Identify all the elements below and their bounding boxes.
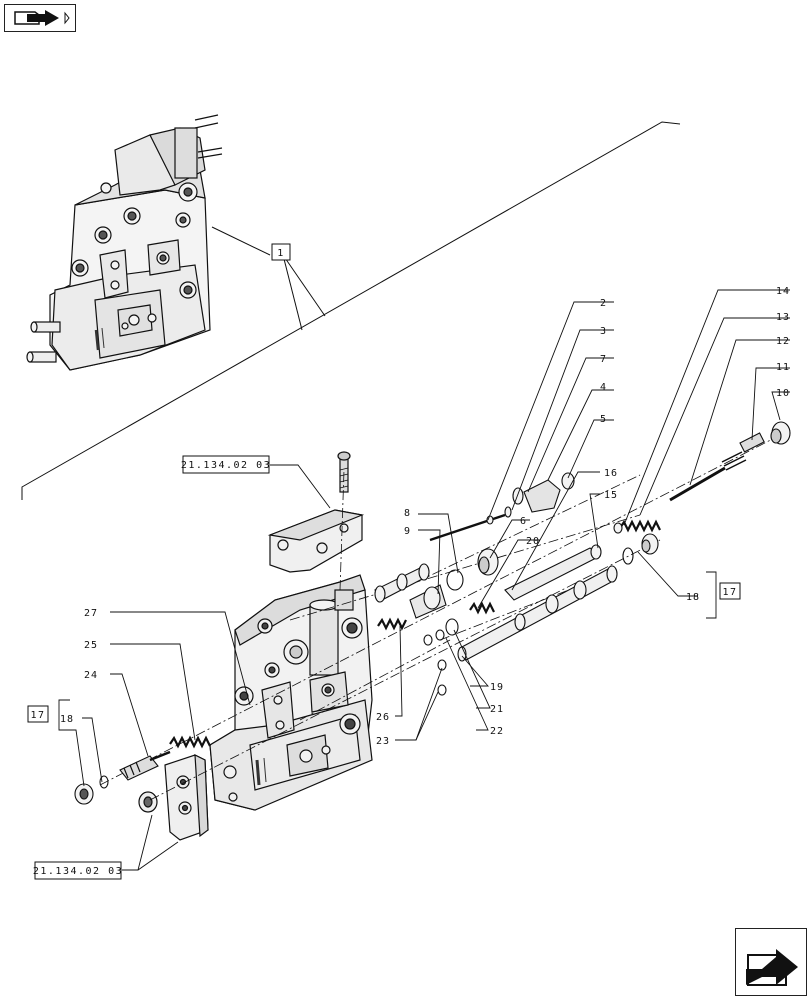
callout-25: 25 <box>84 640 98 651</box>
callout-19: 19 <box>490 682 504 693</box>
callout-27: 27 <box>84 608 98 619</box>
callout-21: 21 <box>490 704 504 715</box>
bottom-cover-plate <box>138 753 209 841</box>
callout-26: 26 <box>376 712 390 723</box>
arrow-right-folder-icon <box>746 949 798 986</box>
callout-5: 5 <box>600 414 607 425</box>
leader-lines <box>58 289 790 871</box>
callout-13: 13 <box>776 312 790 323</box>
callout-10: 10 <box>776 388 790 399</box>
callout-7: 7 <box>600 354 607 365</box>
callout-17-left: 17 <box>30 710 45 721</box>
valve-body <box>209 574 373 811</box>
callout-labels: 1 2 3 4 5 6 7 8 9 10 11 12 13 14 15 16 1… <box>27 243 790 880</box>
callout-14: 14 <box>776 286 790 297</box>
callout-15: 15 <box>604 490 618 501</box>
callout-16: 16 <box>604 468 618 479</box>
exploded-components <box>74 421 791 805</box>
callout-6: 6 <box>520 516 527 527</box>
callout-3: 3 <box>600 326 607 337</box>
callout-18-left: 18 <box>60 714 74 725</box>
separator-line <box>21 121 681 500</box>
previous-page-button[interactable] <box>4 4 76 32</box>
assembled-valve-illustration <box>26 114 223 371</box>
top-cover-plate <box>267 451 365 573</box>
callout-1: 1 <box>277 248 285 259</box>
callout-11: 11 <box>776 362 790 373</box>
callout-4: 4 <box>600 382 607 393</box>
callout-12: 12 <box>776 336 790 347</box>
callout-24: 24 <box>84 670 98 681</box>
callout-2: 2 <box>600 298 607 309</box>
callout-23: 23 <box>376 736 390 747</box>
callout-22: 22 <box>490 726 504 737</box>
callout-20: 20 <box>526 536 540 547</box>
callout-17-right: 17 <box>722 587 737 598</box>
callout-8: 8 <box>404 508 411 519</box>
arrow-left-folder-icon <box>14 10 70 26</box>
reference-label-bottom: 21.134.02 03 <box>33 866 123 877</box>
reference-label-top: 21.134.02 03 <box>181 460 271 471</box>
next-page-button[interactable] <box>735 928 807 996</box>
callout-18-right: 18 <box>686 592 700 603</box>
callout-9: 9 <box>404 526 411 537</box>
